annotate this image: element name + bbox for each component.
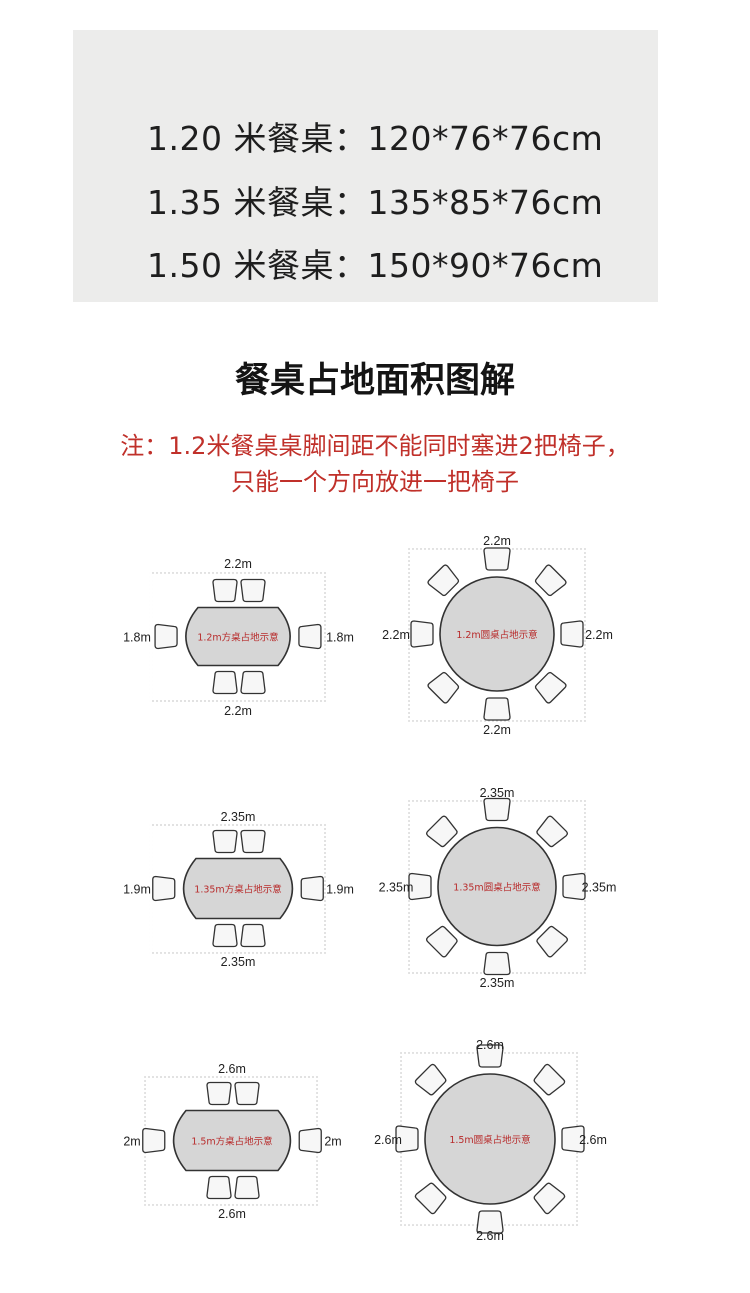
chair xyxy=(427,564,460,597)
height-label-left: 2m xyxy=(123,1135,140,1149)
spec-row-135: 1.35 米餐桌：135*85*76cm xyxy=(147,183,604,222)
chair xyxy=(427,671,460,704)
chair xyxy=(483,797,511,822)
chair xyxy=(536,925,569,958)
width-label-top: 2.2m xyxy=(224,557,252,571)
round-table-diagram: 1.5m圆桌占地示意 2.6m 2.6m 2.6m 2.6m xyxy=(374,1038,607,1243)
height-label-left: 2.2m xyxy=(382,628,410,642)
page-title: 餐桌占地面积图解 xyxy=(234,361,515,401)
height-label-left: 2.6m xyxy=(374,1133,402,1147)
table-label: 1.5m圆桌占地示意 xyxy=(449,1134,530,1146)
chair xyxy=(240,578,266,603)
width-label-bottom: 2.6m xyxy=(476,1229,504,1243)
chair xyxy=(395,1125,419,1153)
footprint-border xyxy=(149,823,327,954)
chair xyxy=(414,1182,447,1215)
chair xyxy=(534,671,567,704)
table-label: 1.5m方桌占地示意 xyxy=(191,1136,272,1148)
chair xyxy=(234,1175,260,1200)
chair xyxy=(483,951,511,976)
height-label-left: 1.8m xyxy=(123,631,151,645)
oval-table-diagram: 1.2m方桌占地示意 2.2m 2.2m 1.8m 1.8m xyxy=(123,557,354,718)
width-label-top: 2.35m xyxy=(480,786,515,800)
note-line-2: 只能一个方向放进一把椅子 xyxy=(231,468,519,496)
chair xyxy=(298,623,322,650)
chair xyxy=(425,925,458,958)
chair xyxy=(533,1182,566,1215)
height-label-right: 1.8m xyxy=(326,631,354,645)
footprint-border xyxy=(400,1050,580,1228)
chair xyxy=(414,1063,447,1096)
chair xyxy=(206,1081,232,1106)
table-top xyxy=(182,857,294,920)
chair xyxy=(410,620,434,648)
chair xyxy=(536,815,569,848)
chair xyxy=(152,875,176,902)
width-label-top: 2.6m xyxy=(476,1038,504,1052)
chair xyxy=(240,829,266,854)
table-top xyxy=(437,826,557,947)
chair xyxy=(154,623,178,650)
chair xyxy=(483,697,511,721)
height-label-right: 1.9m xyxy=(326,883,354,897)
table-label: 1.2m圆桌占地示意 xyxy=(456,629,537,641)
width-label-bottom: 2.2m xyxy=(483,723,511,737)
chair xyxy=(212,829,238,854)
table-label: 1.35m方桌占地示意 xyxy=(194,884,281,896)
chair xyxy=(212,670,238,695)
height-label-left: 2.35m xyxy=(379,881,414,895)
chair xyxy=(298,1127,322,1154)
spec-row-150: 1.50 米餐桌：150*90*76cm xyxy=(147,246,604,285)
chair xyxy=(534,564,567,597)
footprint-border xyxy=(408,798,586,975)
footprint-border xyxy=(149,570,327,703)
chair xyxy=(533,1063,566,1096)
height-label-left: 1.9m xyxy=(123,883,151,897)
chair xyxy=(212,578,238,603)
width-label-bottom: 2.2m xyxy=(224,704,252,718)
footprint-border xyxy=(408,546,586,722)
footprint-border xyxy=(144,1075,320,1206)
chair xyxy=(561,1125,585,1153)
chair xyxy=(476,1044,504,1068)
width-label-top: 2.2m xyxy=(483,534,511,548)
oval-table-diagram: 1.35m方桌占地示意 2.35m 2.35m 1.9m 1.9m xyxy=(123,810,354,969)
spec-row-120: 1.20 米餐桌：120*76*76cm xyxy=(147,119,604,158)
chair xyxy=(240,923,266,948)
chair xyxy=(300,875,324,902)
round-table-diagram: 1.2m圆桌占地示意 2.2m 2.2m 2.2m 2.2m xyxy=(382,534,613,737)
table-top xyxy=(439,576,555,692)
oval-table-diagram: 1.5m方桌占地示意 2.6m 2.6m 2m 2m xyxy=(123,1062,341,1221)
table-top xyxy=(185,606,291,667)
width-label-bottom: 2.6m xyxy=(218,1207,246,1221)
spec-panel: 1.20 米餐桌：120*76*76cm 1.35 米餐桌：135*85*76c… xyxy=(73,30,658,302)
width-label-top: 2.6m xyxy=(218,1062,246,1076)
chair xyxy=(560,620,584,648)
width-label-top: 2.35m xyxy=(221,810,256,824)
chair xyxy=(425,815,458,848)
height-label-right: 2.2m xyxy=(585,628,613,642)
height-label-right: 2m xyxy=(324,1135,341,1149)
chair xyxy=(142,1127,166,1154)
height-label-right: 2.6m xyxy=(579,1133,607,1147)
width-label-bottom: 2.35m xyxy=(480,976,515,990)
chair xyxy=(240,670,266,695)
table-top xyxy=(424,1073,556,1205)
table-label: 1.35m圆桌占地示意 xyxy=(453,882,540,894)
height-label-right: 2.35m xyxy=(582,881,617,895)
round-table-diagram: 1.35m圆桌占地示意 2.35m 2.35m 2.35m 2.35m xyxy=(379,786,617,990)
chair xyxy=(234,1081,260,1106)
chair xyxy=(483,547,511,571)
note-line-1: 注：1.2米餐桌桌脚间距不能同时塞进2把椅子， xyxy=(120,432,630,460)
chair xyxy=(476,1210,504,1234)
chair xyxy=(206,1175,232,1200)
width-label-bottom: 2.35m xyxy=(221,955,256,969)
table-label: 1.2m方桌占地示意 xyxy=(197,632,278,644)
chair xyxy=(212,923,238,948)
chair xyxy=(408,872,432,901)
table-top xyxy=(172,1109,292,1172)
chair xyxy=(562,872,586,901)
